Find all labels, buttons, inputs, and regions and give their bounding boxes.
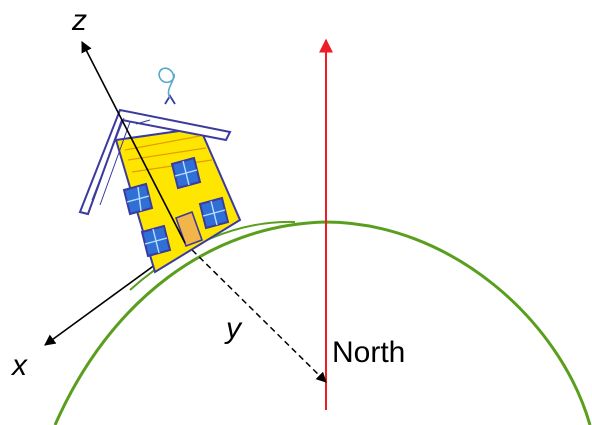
window-bottom-right	[198, 196, 230, 230]
z-axis	[81, 41, 186, 244]
y-axis	[184, 242, 327, 383]
y-label: y	[224, 312, 243, 345]
z-label: z	[71, 4, 87, 37]
north-label: North	[332, 336, 405, 369]
window-bottom-left	[140, 224, 172, 258]
earth-circle	[53, 220, 592, 425]
house-icon	[78, 94, 242, 274]
window-top-right	[170, 156, 202, 190]
x-label: x	[10, 349, 28, 382]
door	[174, 210, 204, 248]
window-top-left	[122, 182, 154, 216]
smoke-icon	[158, 67, 175, 99]
